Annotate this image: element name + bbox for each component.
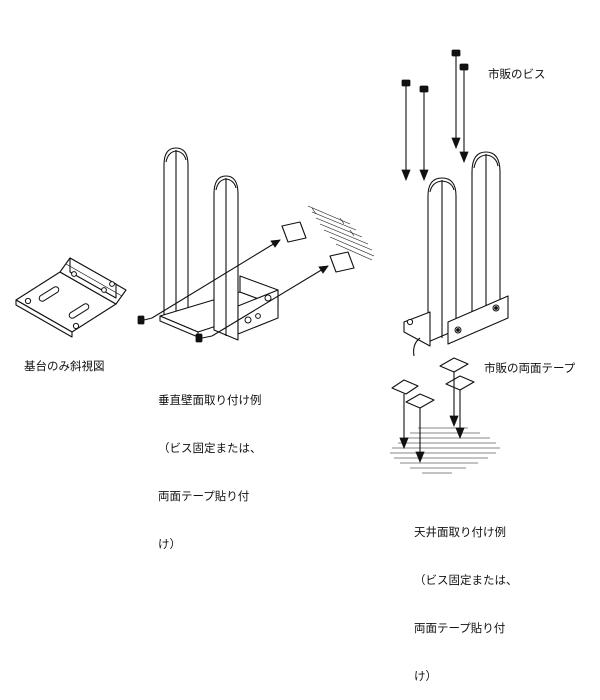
label-wall-mount-line-2: （ビス固定または、	[158, 441, 262, 455]
label-ceiling-mount-line-4: け）	[414, 669, 437, 683]
tape-pad-lower	[329, 251, 355, 273]
label-wall-mount-line-4: け）	[158, 537, 181, 551]
label-ceiling-mount-line-1: 天井面取り付け例	[414, 525, 506, 539]
base-bracket-perspective	[15, 257, 127, 338]
wall-screw-2	[195, 333, 213, 343]
label-wall-mount-line-3: 両面テープ貼り付	[158, 489, 250, 503]
ceiling-tape-pad-3	[439, 357, 469, 373]
ceiling-tape-pad-1	[391, 379, 419, 395]
ceiling-mount-assembly	[390, 49, 509, 474]
mounting-diagram	[15, 49, 509, 474]
ceiling-tape-pad-2	[405, 393, 435, 409]
tape-pad-upper	[281, 221, 307, 243]
ceiling-screw-2	[419, 85, 429, 104]
wall-screw-1	[137, 315, 153, 325]
wall-surface-hatch	[307, 205, 375, 261]
label-wall-mount: 垂直壁面取り付け例 （ビス固定または、 両面テープ貼り付 け）	[158, 360, 262, 568]
label-ceiling-mount: 天井面取り付け例 （ビス固定または、 両面テープ貼り付 け）	[414, 492, 518, 700]
ceiling-screw-3	[451, 49, 461, 68]
ceiling-surface-hatch	[390, 427, 500, 474]
label-ceiling-mount-line-2: （ビス固定または、	[414, 573, 518, 587]
ceiling-tape-pad-4	[445, 375, 475, 391]
ceiling-screw-1	[401, 79, 411, 98]
label-commercial-tape: 市販の両面テープ	[484, 361, 576, 375]
wall-mount-assembly	[137, 147, 375, 343]
label-commercial-screws: 市販のビス	[488, 67, 546, 81]
label-wall-mount-line-1: 垂直壁面取り付け例	[158, 393, 262, 407]
ceiling-screw-4	[459, 63, 469, 82]
label-ceiling-mount-line-3: 両面テープ貼り付	[414, 621, 506, 635]
label-base-perspective: 基台のみ斜視図	[24, 359, 105, 373]
